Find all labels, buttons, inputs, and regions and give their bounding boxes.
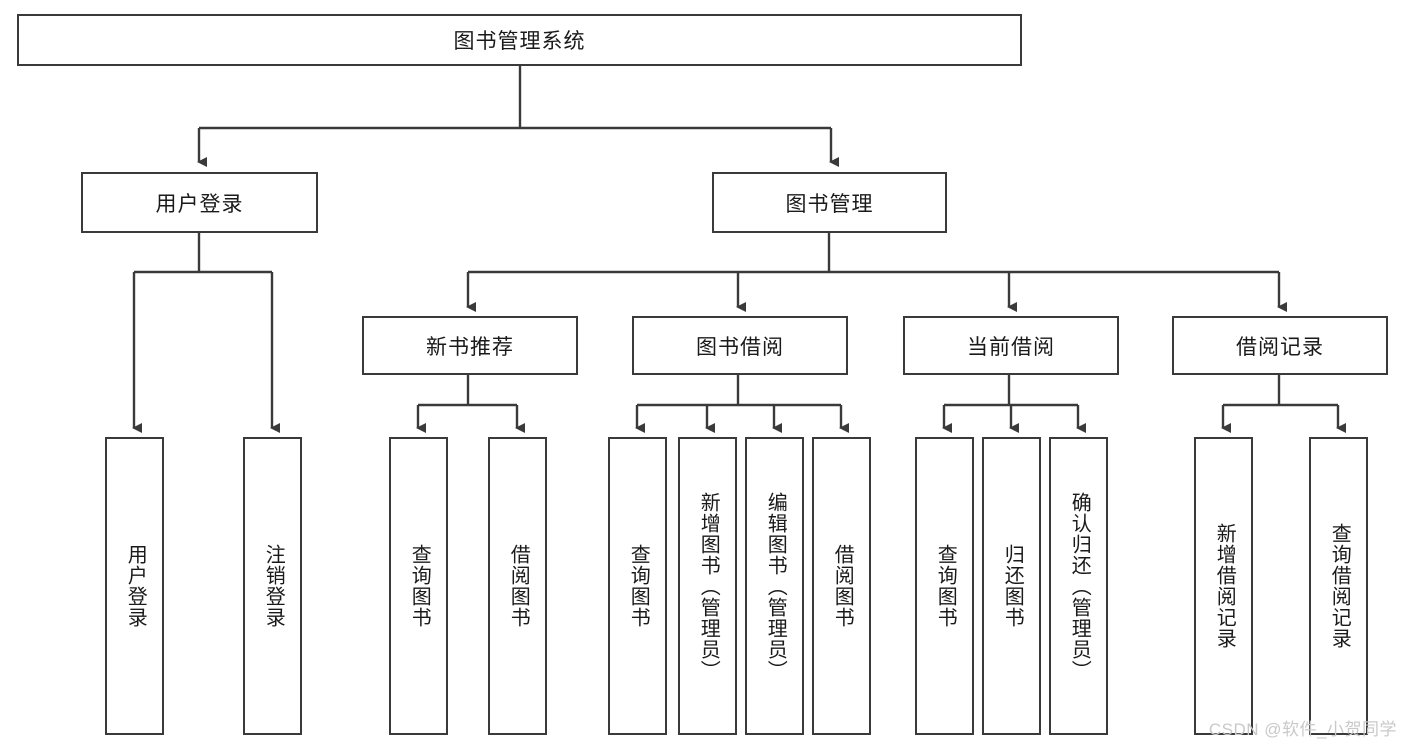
node-leaf-add-book-label: 新增图书（管理员） xyxy=(697,491,720,681)
node-leaf-query-book-1[interactable]: 查询图书 xyxy=(389,437,448,735)
node-leaf-return-book-label: 归还图书 xyxy=(1001,544,1024,628)
node-leaf-query-record[interactable]: 查询借阅记录 xyxy=(1309,437,1368,735)
node-leaf-user-login[interactable]: 用户登录 xyxy=(105,437,164,735)
node-book-manage-label: 图书管理 xyxy=(785,192,874,216)
node-borrow-record-label: 借阅记录 xyxy=(1236,335,1324,359)
node-book-manage[interactable]: 图书管理 xyxy=(712,172,947,233)
node-leaf-add-book[interactable]: 新增图书（管理员） xyxy=(678,437,737,735)
node-leaf-borrow-book-2-label: 借阅图书 xyxy=(831,544,854,628)
node-current-borrow-label: 当前借阅 xyxy=(967,335,1055,359)
node-leaf-user-login-label: 用户登录 xyxy=(124,544,147,628)
node-leaf-return-book[interactable]: 归还图书 xyxy=(982,437,1041,735)
node-leaf-query-book-3[interactable]: 查询图书 xyxy=(915,437,974,735)
node-borrow-record[interactable]: 借阅记录 xyxy=(1172,316,1388,375)
node-user-login[interactable]: 用户登录 xyxy=(81,172,318,233)
node-new-book-recommend-label: 新书推荐 xyxy=(426,335,514,359)
node-root-label: 图书管理系统 xyxy=(453,30,586,53)
node-leaf-query-book-3-label: 查询图书 xyxy=(934,544,957,628)
node-user-login-label: 用户登录 xyxy=(155,192,244,216)
node-book-borrow-label: 图书借阅 xyxy=(696,335,784,359)
node-leaf-edit-book[interactable]: 编辑图书（管理员） xyxy=(745,437,804,735)
node-current-borrow[interactable]: 当前借阅 xyxy=(903,316,1119,375)
node-root[interactable]: 图书管理系统 xyxy=(17,14,1022,66)
node-leaf-query-book-1-label: 查询图书 xyxy=(408,544,431,628)
node-leaf-query-book-2-label: 查询图书 xyxy=(627,544,650,628)
node-leaf-confirm-return-label: 确认归还（管理员） xyxy=(1068,491,1091,681)
node-leaf-edit-book-label: 编辑图书（管理员） xyxy=(764,491,787,681)
node-leaf-add-record[interactable]: 新增借阅记录 xyxy=(1194,437,1253,735)
node-leaf-borrow-book-1-label: 借阅图书 xyxy=(507,544,530,628)
node-leaf-add-record-label: 新增借阅记录 xyxy=(1213,523,1236,649)
node-leaf-query-book-2[interactable]: 查询图书 xyxy=(608,437,667,735)
node-leaf-borrow-book-2[interactable]: 借阅图书 xyxy=(812,437,871,735)
node-new-book-recommend[interactable]: 新书推荐 xyxy=(362,316,578,375)
node-leaf-confirm-return[interactable]: 确认归还（管理员） xyxy=(1049,437,1108,735)
node-leaf-borrow-book-1[interactable]: 借阅图书 xyxy=(488,437,547,735)
node-book-borrow[interactable]: 图书借阅 xyxy=(632,316,848,375)
node-leaf-logout-label: 注销登录 xyxy=(262,544,285,628)
node-leaf-query-record-label: 查询借阅记录 xyxy=(1328,523,1351,649)
node-leaf-logout[interactable]: 注销登录 xyxy=(243,437,302,735)
